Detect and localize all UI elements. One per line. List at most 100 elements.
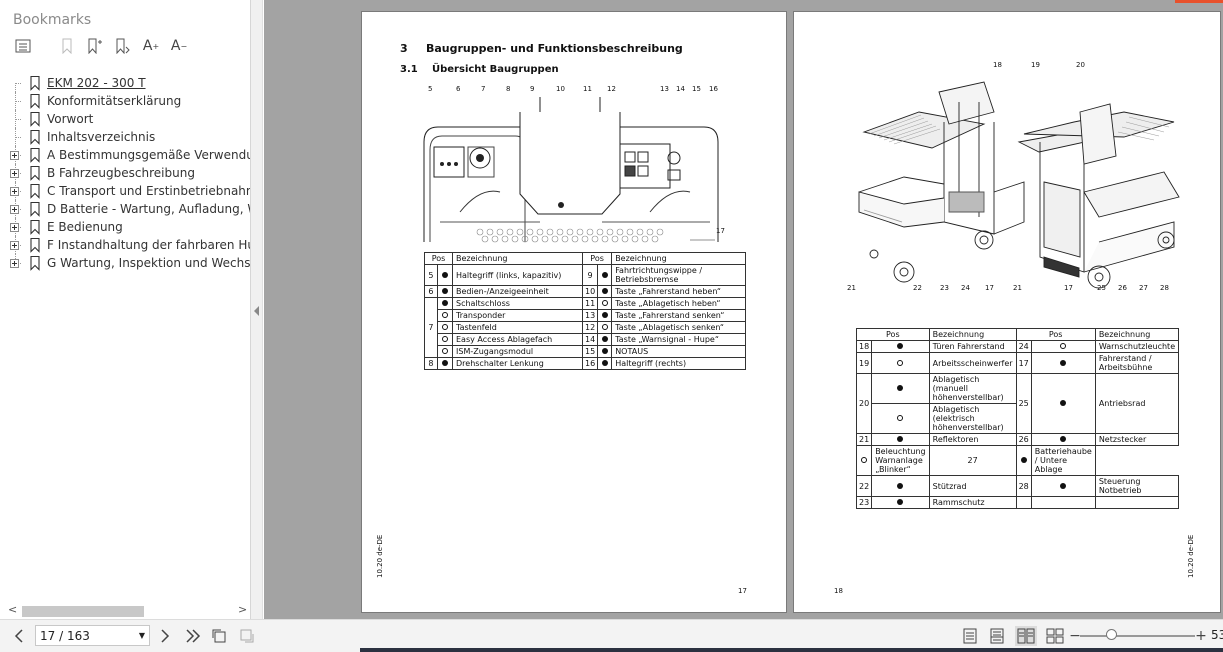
designation-header: Bezeichnung	[452, 252, 583, 265]
optional-equipment-icon	[441, 336, 448, 342]
tree-connector	[8, 200, 21, 218]
pos-cell: 15	[581, 345, 599, 358]
previous-page-icon[interactable]	[10, 626, 28, 646]
bookmark-label: EKM 202 - 300 T	[47, 76, 146, 90]
add-bookmark-icon[interactable]	[85, 37, 105, 55]
standard-equipment-icon	[441, 288, 448, 294]
chevron-down-icon[interactable]: ▼	[138, 631, 145, 640]
standard-equipment-icon	[897, 436, 904, 442]
add-child-bookmark-icon[interactable]	[113, 37, 133, 55]
page-number: 18	[834, 587, 843, 595]
callout-label: 17	[716, 227, 725, 235]
expand-icon[interactable]	[10, 169, 19, 178]
pos-cell: 7	[424, 297, 438, 358]
next-page-icon[interactable]	[156, 626, 174, 646]
tree-connector	[8, 74, 21, 92]
bookmark-item[interactable]: Konformitätserklärung	[8, 92, 250, 110]
bookmark-item[interactable]: G Wartung, Inspektion und Wechsel	[8, 254, 251, 272]
designation-cell: NOTAUS	[611, 345, 746, 358]
table-row: Ablagetisch (elektrisch höhenverstellbar…	[857, 403, 1179, 434]
bookmark-item[interactable]: EKM 202 - 300 T	[8, 74, 250, 92]
bookmark-item[interactable]: F Instandhaltung der fahrbaren Hubarbeit…	[8, 236, 250, 254]
symbol-cell	[597, 264, 613, 286]
expand-icon[interactable]	[10, 259, 19, 268]
callout-label: 26	[1118, 284, 1127, 292]
accent-strip	[1175, 0, 1223, 3]
bookmark-item[interactable]: Inhaltsverzeichnis	[8, 128, 250, 146]
bookmark-item[interactable]: C Transport und Erstinbetriebnahme	[8, 182, 251, 200]
designation-cell: Fahrtrichtungswippe / Betriebsbremse	[611, 264, 746, 286]
facing-view-icon[interactable]	[1015, 626, 1037, 646]
pos-cell: 8	[424, 357, 438, 370]
designation-cell: Beleuchtung Warnanlage „Blinker“	[871, 445, 930, 476]
page-number-input[interactable]: 17 / 163 ▼	[35, 625, 150, 646]
single-page-view-icon[interactable]	[961, 626, 979, 646]
bookmark-icon	[30, 183, 40, 199]
scrollbar-thumb[interactable]	[22, 606, 144, 617]
callout-label: 21	[847, 284, 856, 292]
bookmark-icon	[30, 93, 40, 109]
designation-cell: Transponder	[452, 309, 583, 322]
bookmark-label: F Instandhaltung der fahrbaren Hubarbeit…	[47, 238, 250, 252]
bookmark-label: B Fahrzeugbeschreibung	[47, 166, 195, 180]
callout-label: 15	[692, 85, 701, 93]
designation-cell: Steuerung Notbetrieb	[1094, 475, 1180, 497]
designation-cell: Taste „Ablagetisch heben“	[611, 297, 746, 310]
zoom-slider-handle[interactable]	[1106, 629, 1117, 640]
symbol-cell	[436, 345, 454, 358]
increase-font-icon[interactable]: A+	[142, 38, 160, 54]
symbol-cell	[436, 357, 454, 370]
bookmark-options-icon[interactable]	[13, 37, 33, 55]
zoom-slider[interactable]	[1080, 635, 1195, 637]
page-indicator-text: 17 / 163	[40, 629, 90, 643]
bookmark-item[interactable]: A Bestimmungsgemäße Verwendung	[8, 146, 250, 164]
callout-label: 19	[1031, 61, 1040, 69]
pos-cell: 17	[1015, 352, 1032, 374]
continuous-view-icon[interactable]	[988, 626, 1006, 646]
symbol-cell	[1030, 496, 1096, 509]
pos-cell: 5	[424, 264, 438, 286]
pos-cell: 16	[581, 357, 599, 370]
zoom-in-icon[interactable]: +	[1195, 628, 1207, 644]
optional-equipment-icon	[1060, 343, 1067, 349]
last-page-icon[interactable]	[183, 626, 203, 646]
designation-cell: Bedien-/Anzeigeeinheit	[452, 285, 583, 298]
expand-icon[interactable]	[10, 223, 19, 232]
bookmarks-horizontal-scrollbar[interactable]: < >	[0, 603, 250, 619]
tree-connector	[8, 92, 21, 110]
standard-equipment-icon	[601, 288, 608, 294]
panel-splitter[interactable]	[251, 0, 263, 619]
delete-bookmark-icon[interactable]	[57, 37, 77, 55]
decrease-font-icon[interactable]: A−	[170, 38, 188, 54]
designation-cell: Warnschutzleuchte	[1094, 340, 1180, 353]
designation-cell	[1094, 496, 1180, 509]
bookmark-item[interactable]: Vorwort	[8, 110, 250, 128]
expand-icon[interactable]	[10, 205, 19, 214]
designation-cell: Stützrad	[928, 475, 1017, 497]
go-back-view-icon[interactable]	[210, 626, 228, 646]
designation-cell: Schaltschloss	[452, 297, 583, 310]
standard-equipment-icon	[601, 271, 608, 278]
scroll-left-icon[interactable]: <	[8, 603, 18, 616]
bookmark-label: G Wartung, Inspektion und Wechsel	[47, 256, 251, 270]
expand-icon[interactable]	[10, 151, 19, 160]
bookmark-item[interactable]: D Batterie - Wartung, Aufladung, Wechsel	[8, 200, 250, 218]
symbol-cell	[871, 403, 930, 434]
tree-connector	[8, 164, 21, 182]
bookmark-item[interactable]: B Fahrzeugbeschreibung	[8, 164, 250, 182]
document-view[interactable]: 3 Baugruppen- und Funktionsbeschreibung …	[264, 0, 1223, 619]
zoom-out-icon[interactable]: −	[1069, 628, 1081, 644]
continuous-facing-view-icon[interactable]	[1044, 626, 1066, 646]
scroll-right-icon[interactable]: >	[238, 603, 248, 616]
go-forward-view-icon[interactable]	[238, 626, 256, 646]
bookmark-item[interactable]: E Bedienung	[8, 218, 250, 236]
expand-icon[interactable]	[10, 241, 19, 250]
expand-icon[interactable]	[10, 187, 19, 196]
bookmark-label: C Transport und Erstinbetriebnahme	[47, 184, 251, 198]
